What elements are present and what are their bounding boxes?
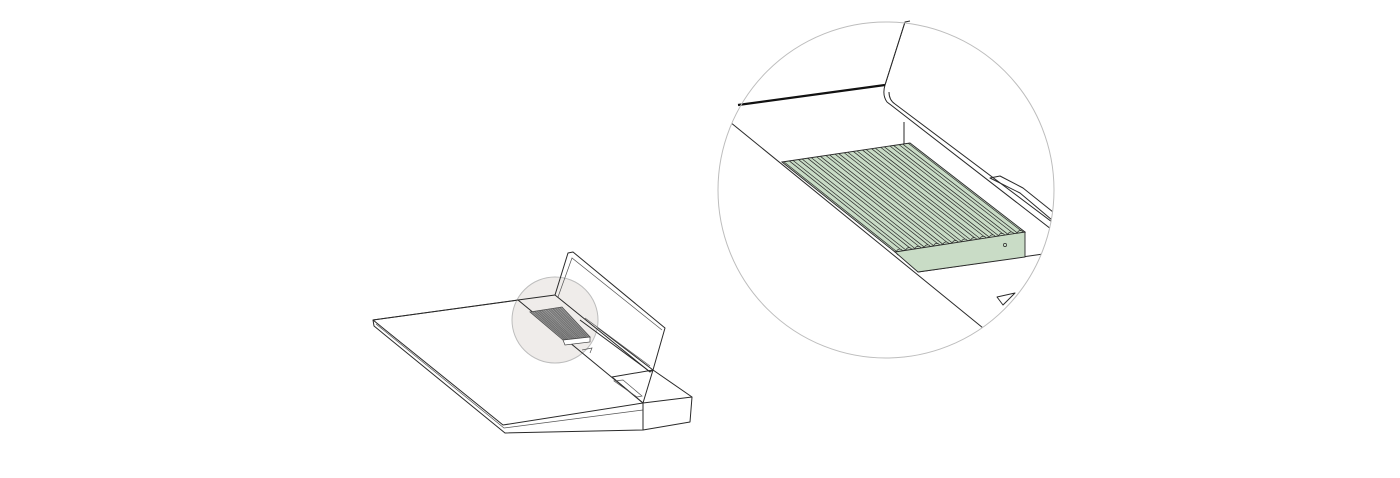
heatsink-top <box>780 142 1027 253</box>
heatsink-fin-edge <box>541 309 574 340</box>
heatsink-fin-edge <box>554 307 585 338</box>
heatsink-fin-edge <box>539 310 572 340</box>
heatsink-fin-edge <box>783 161 898 252</box>
heatsink-fin-edge <box>552 308 583 339</box>
heatsink-fin-edge <box>798 159 912 250</box>
detail-top-edge <box>737 83 886 107</box>
heatsink-fin-edge <box>875 147 990 238</box>
overview-device <box>372 251 693 434</box>
heatsink-fin-edge <box>889 145 1005 236</box>
heatsink-fin-edge <box>537 310 570 340</box>
right-block-slot <box>613 379 643 398</box>
heatsink-fin-edge <box>884 146 1000 237</box>
heatsink-front-face <box>893 231 1026 273</box>
heatsink-fin-edge <box>545 309 577 339</box>
heatsink-fin-edge <box>807 157 922 249</box>
overview-slot <box>581 347 593 354</box>
heatsink-fin-edge <box>880 147 996 237</box>
heatsink-fin-edge <box>550 308 581 339</box>
heatsink-fin-edge <box>530 311 564 341</box>
heatsink-fin-edge <box>825 155 940 246</box>
overview-heatsink-face <box>562 336 591 346</box>
heatsink-fin-edge <box>536 310 569 340</box>
detail-magnifier-circle <box>717 21 1055 359</box>
heatsink-fin-edge <box>856 150 972 241</box>
heatsink-fin-edge <box>792 160 907 251</box>
heatsink-fin-edge <box>555 307 585 338</box>
heatsink-fin-edge <box>548 308 580 339</box>
base-front-thickness <box>372 319 693 434</box>
heatsink-screw-hole <box>1003 243 1007 247</box>
heatsink-fin-edge <box>538 310 571 340</box>
heatsink-fin-edge <box>547 308 579 339</box>
heatsink-fin-edge <box>559 307 588 338</box>
heatsink-fin-edge <box>907 142 1024 233</box>
detail-view <box>717 20 1055 359</box>
heatsink-fin-edge <box>557 307 587 338</box>
panel-rail-inner <box>584 317 651 367</box>
heatsink-fin-edge <box>556 307 586 338</box>
overview-heatsink-fins <box>530 306 590 341</box>
heatsink-fin-edge <box>532 311 566 340</box>
panel-rail <box>579 319 651 373</box>
heatsink-fin-edge <box>902 143 1018 234</box>
detail-panel-top <box>884 20 911 86</box>
base-front-edge <box>375 323 644 429</box>
heatsink-fin-edge <box>865 149 981 240</box>
heatsink-fin-edge <box>534 310 568 340</box>
heatsink-fin-edge <box>533 311 567 340</box>
heatsink-fin-edge <box>898 144 1015 234</box>
heatsink-fin-edge <box>834 153 950 244</box>
heatsink-fin-edge <box>543 309 575 339</box>
detail-rear-panel-inner <box>888 91 1054 229</box>
detail-small-notch <box>996 292 1016 306</box>
heatsink-fin-edge <box>540 310 573 340</box>
heatsink-fin-edge <box>543 309 576 339</box>
heatsink-fin-edge <box>820 156 935 247</box>
heatsink-fin-edge <box>811 157 925 248</box>
heatsink-fin-edge <box>801 158 916 250</box>
rear-panel-edge <box>557 257 663 331</box>
heatsink-fin-edge <box>829 154 944 245</box>
heatsink-fin-edge <box>838 153 953 244</box>
heatsink-fin-edge <box>871 148 987 239</box>
heatsink-fin-edge <box>549 308 581 339</box>
heatsink-fin-edge <box>559 307 589 338</box>
heatsink-fin-edge <box>862 149 977 240</box>
heatsink-fin-edge <box>553 308 583 339</box>
heatsink-fin-edge <box>816 156 931 247</box>
heatsink-fin-edge <box>561 306 590 338</box>
heatsink-fin-edge <box>853 151 968 242</box>
heatsink-fin-edge <box>789 160 903 252</box>
heatsink-fin-edge <box>893 145 1009 235</box>
detail-groove-line <box>729 121 984 329</box>
heatsink-fin-edge <box>843 152 959 243</box>
heatsink-fin-edge <box>531 311 565 341</box>
heatsink-fin-edge <box>847 151 963 242</box>
heatsink-fin-edge <box>546 309 578 339</box>
